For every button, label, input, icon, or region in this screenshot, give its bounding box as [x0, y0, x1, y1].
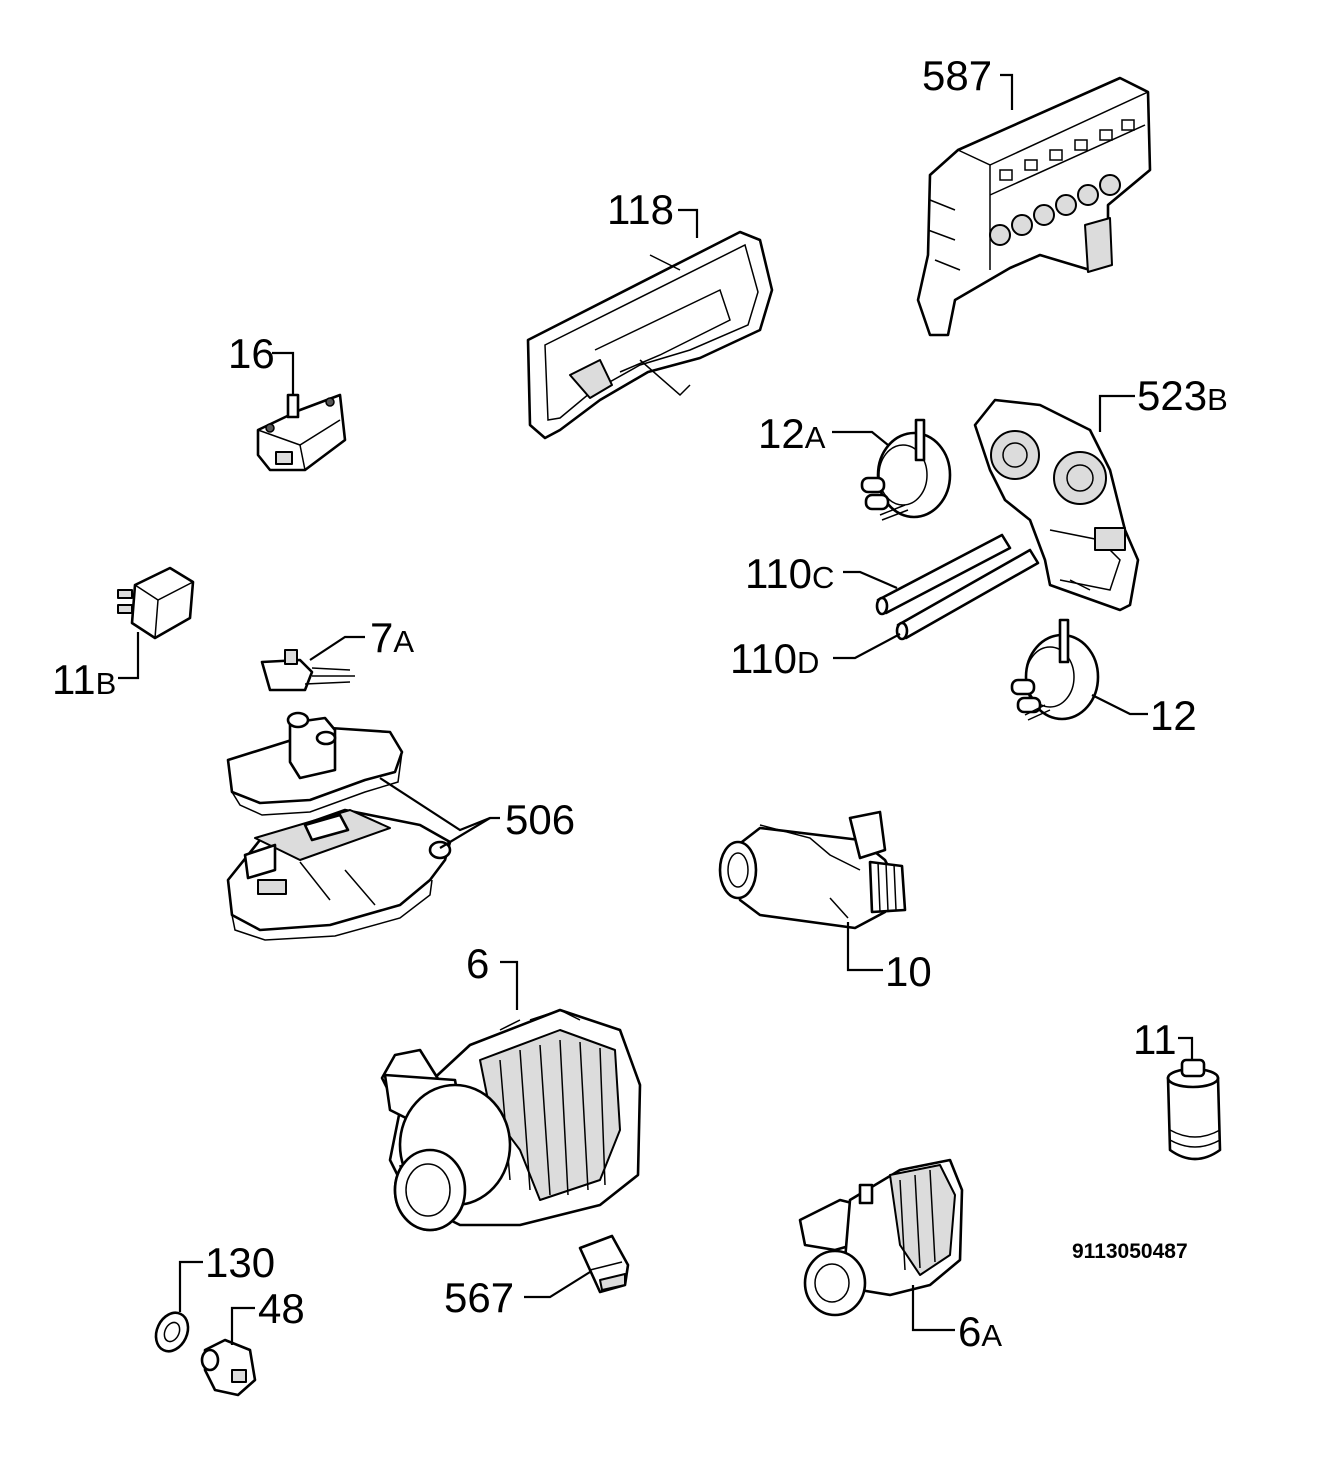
part-567-clip [578, 1234, 630, 1294]
leader-12 [1091, 694, 1148, 716]
leader-7A [309, 635, 365, 661]
part-11B-relay [117, 566, 195, 640]
part-12-pressure-switch [1010, 618, 1100, 721]
label-12: 12 [1150, 692, 1197, 739]
leader-523B [1098, 394, 1135, 432]
label-523B: 523B [1137, 372, 1228, 419]
part-130-seal [154, 1311, 190, 1353]
part-11-capacitor [1166, 1058, 1222, 1161]
label-11B: 11B [52, 656, 116, 703]
label-567: 567 [444, 1274, 514, 1321]
leader-130 [178, 1260, 203, 1312]
label-16: 16 [228, 330, 275, 377]
label-12A: 12A [758, 410, 826, 457]
leader-6A [911, 1285, 955, 1332]
leader-118 [678, 208, 699, 238]
leader-110C [843, 570, 898, 590]
label-110D: 110D [730, 635, 819, 682]
leader-587 [1000, 73, 1014, 110]
leader-10 [846, 922, 883, 972]
leader-506-b [439, 817, 491, 849]
label-130: 130 [205, 1239, 275, 1286]
label-10: 10 [885, 948, 932, 995]
part-6A-drain-pump [798, 1158, 964, 1317]
part-10-heater [718, 810, 907, 930]
leader-506-a [379, 777, 500, 832]
diagram-code: 9113050487 [1072, 1240, 1188, 1263]
label-6: 6 [466, 940, 489, 987]
label-506: 506 [505, 796, 575, 843]
leader-16 [272, 351, 295, 395]
label-110C: 110C [745, 550, 834, 597]
part-110C-hose [875, 533, 1012, 616]
part-523B-assembly [973, 398, 1140, 612]
part-12A-pressure-switch [860, 418, 952, 521]
part-506-float-housing [226, 711, 452, 941]
leader-567 [524, 1271, 591, 1299]
leader-110D [833, 633, 901, 660]
leader-11B [118, 632, 140, 680]
leader-6 [500, 960, 519, 1010]
part-16-switch [256, 393, 347, 472]
label-587: 587 [922, 52, 992, 99]
label-7A: 7A [370, 614, 414, 661]
leader-48 [230, 1306, 255, 1345]
leader-11 [1178, 1036, 1194, 1060]
label-6A: 6A [958, 1308, 1002, 1355]
label-48: 48 [258, 1285, 305, 1332]
part-48-plug [200, 1338, 257, 1397]
label-11: 11 [1133, 1016, 1177, 1063]
part-6-pump-motor [380, 1008, 642, 1232]
part-118-cover [526, 230, 774, 440]
label-118: 118 [607, 186, 674, 233]
leader-12A [832, 430, 889, 446]
part-7A-sensor [260, 649, 355, 692]
part-587-control-module [916, 76, 1152, 337]
part-110D-hose [895, 548, 1040, 641]
